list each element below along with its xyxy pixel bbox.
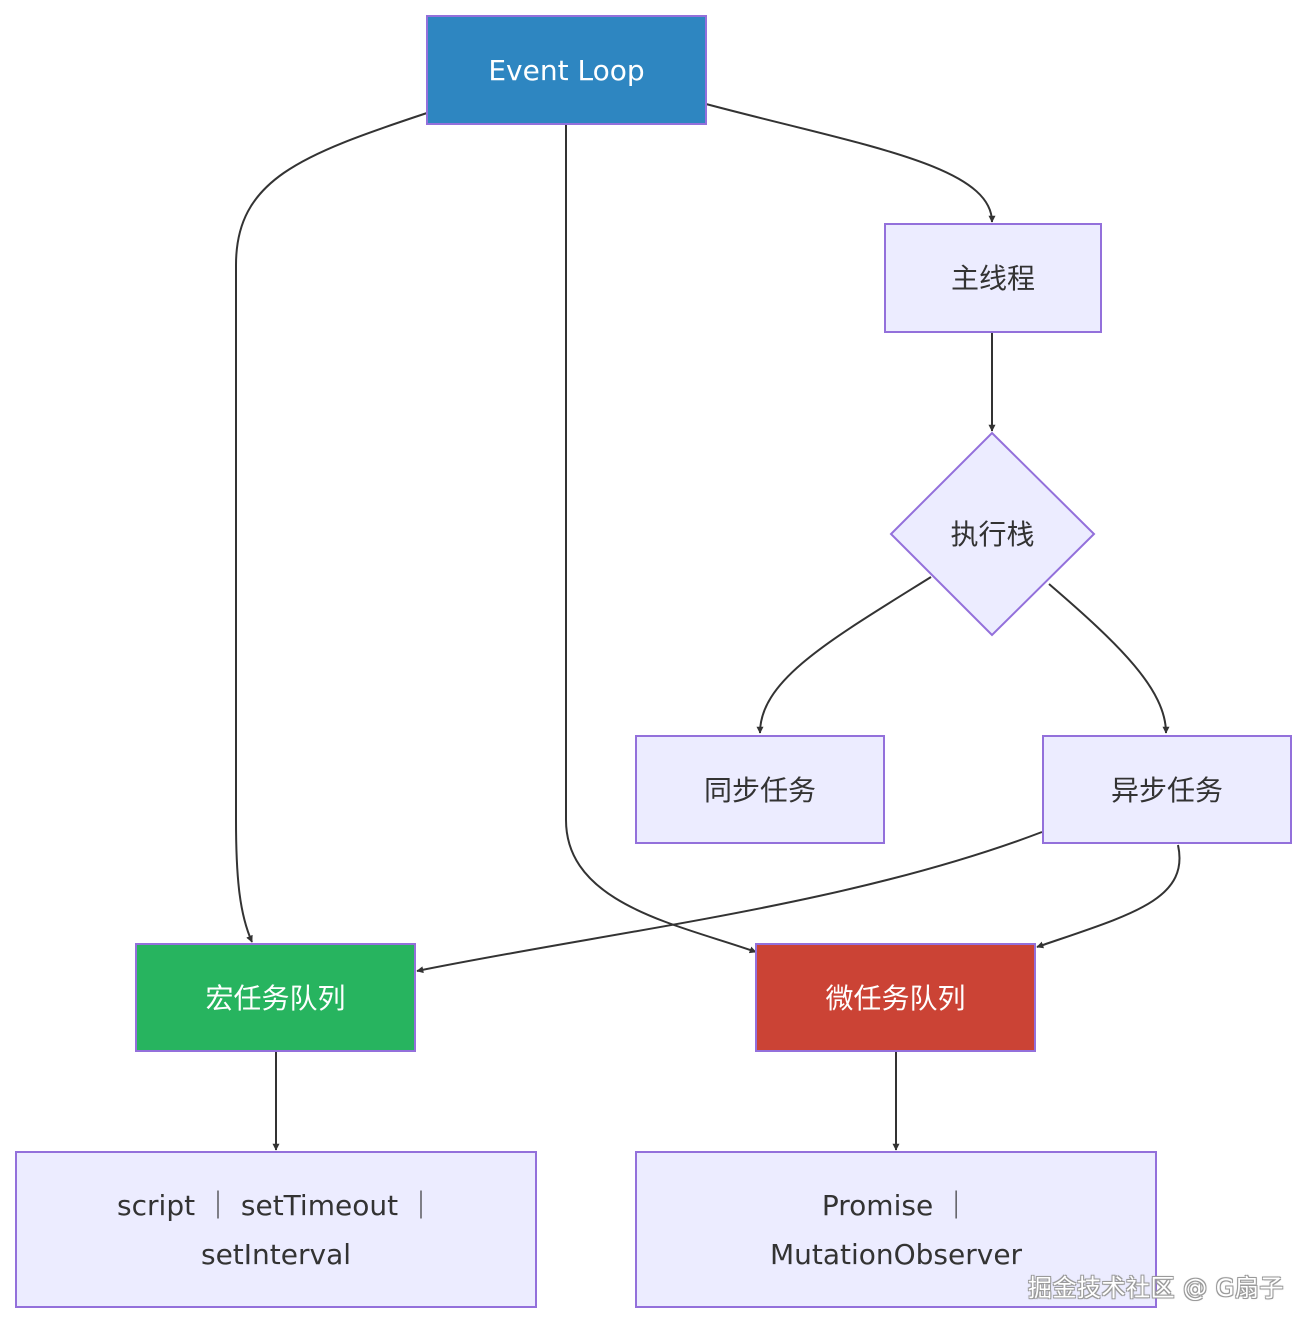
node-macro-examples[interactable]: script ｜ setTimeout ｜ setInterval <box>15 1151 537 1308</box>
node-exec-stack-diamond <box>889 431 1096 637</box>
node-exec-stack[interactable]: 执行栈 <box>889 431 1096 637</box>
node-event-loop-label: Event Loop <box>488 54 644 87</box>
node-macro-queue-label: 宏任务队列 <box>205 982 345 1015</box>
node-exec-stack-label: 执行栈 <box>950 518 1034 551</box>
node-micro-queue-label: 微任务队列 <box>825 982 965 1015</box>
node-sync-task-label: 同步任务 <box>704 774 816 807</box>
edge-async-task-to-micro-queue <box>1036 844 1181 949</box>
edge-exec-stack-to-sync-task <box>756 576 932 734</box>
edge-eventloop-to-micro-queue <box>565 125 757 954</box>
edge-eventloop-to-main-thread <box>705 103 996 223</box>
node-micro-queue[interactable]: 微任务队列 <box>755 943 1036 1052</box>
node-micro-examples-box <box>635 1151 1157 1308</box>
node-async-task[interactable]: 异步任务 <box>1042 735 1292 844</box>
watermark: 掘金技术社区 @ G扇子 <box>1028 1274 1284 1302</box>
node-main-thread-label: 主线程 <box>951 262 1035 295</box>
edge-eventloop-to-macro-queue <box>235 112 428 943</box>
node-event-loop-box <box>426 15 707 125</box>
node-macro-examples-box <box>15 1151 537 1308</box>
node-macro-queue-box <box>135 943 416 1052</box>
edges <box>235 103 1181 1151</box>
node-micro-examples-line1: Promise ｜ <box>822 1189 970 1222</box>
node-async-task-box <box>1042 735 1292 844</box>
edge-async-task-to-macro-queue <box>416 831 1043 974</box>
node-micro-examples[interactable]: Promise ｜ MutationObserver <box>635 1151 1157 1308</box>
node-event-loop[interactable]: Event Loop <box>426 15 707 125</box>
node-async-task-label: 异步任务 <box>1111 774 1223 807</box>
edge-exec-stack-to-async-task <box>1048 583 1170 734</box>
node-macro-examples-line1: script ｜ setTimeout ｜ <box>117 1189 435 1222</box>
node-sync-task[interactable]: 同步任务 <box>635 735 885 844</box>
node-main-thread-box <box>884 223 1102 333</box>
node-macro-queue[interactable]: 宏任务队列 <box>135 943 416 1052</box>
node-main-thread[interactable]: 主线程 <box>884 223 1102 333</box>
node-macro-examples-line2: setInterval <box>201 1238 351 1271</box>
node-micro-queue-box <box>755 943 1036 1052</box>
node-micro-examples-line2: MutationObserver <box>770 1238 1023 1271</box>
node-sync-task-box <box>635 735 885 844</box>
